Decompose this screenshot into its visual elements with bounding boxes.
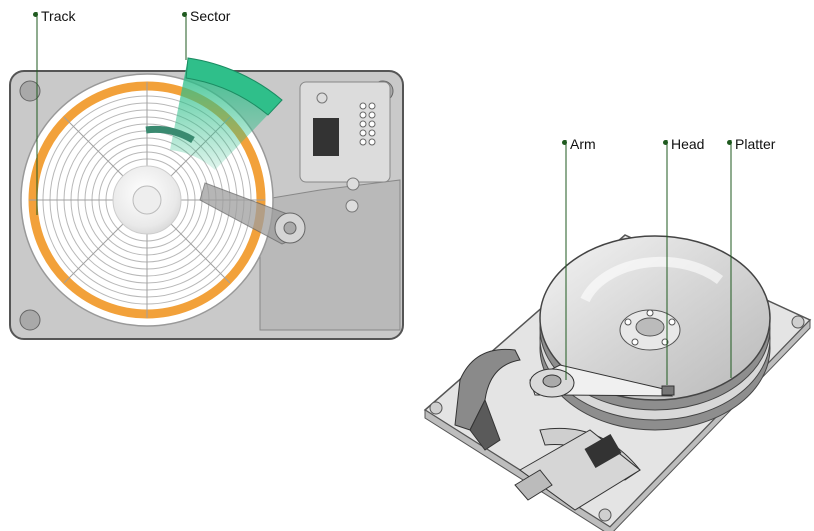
leader-lines	[36, 12, 732, 385]
drive-top-view	[9, 57, 404, 340]
label-track: Track	[33, 8, 75, 24]
label-dot	[182, 12, 187, 17]
sector-band	[185, 57, 283, 116]
actuator-housing	[259, 179, 401, 331]
actuator-magnet	[454, 348, 521, 431]
controller-chip	[584, 433, 622, 469]
read-write-head	[661, 385, 675, 396]
label-arm-text: Arm	[570, 136, 596, 152]
label-dot	[33, 12, 38, 17]
label-head: Head	[663, 136, 704, 152]
drive-isometric-view	[423, 234, 812, 531]
chip	[313, 118, 339, 156]
label-dot	[727, 140, 732, 145]
label-platter-text: Platter	[735, 136, 776, 152]
label-dot	[663, 140, 668, 145]
label-sector-text: Sector	[190, 8, 231, 24]
label-arm: Arm	[562, 136, 596, 152]
circuit-panel	[299, 81, 391, 183]
label-dot	[562, 140, 567, 145]
sector-inner-arc	[145, 125, 195, 144]
label-platter: Platter	[727, 136, 775, 152]
label-head-text: Head	[671, 136, 705, 152]
label-track-text: Track	[41, 8, 76, 24]
connector-pins	[359, 102, 376, 146]
label-sector: Sector	[182, 8, 230, 24]
